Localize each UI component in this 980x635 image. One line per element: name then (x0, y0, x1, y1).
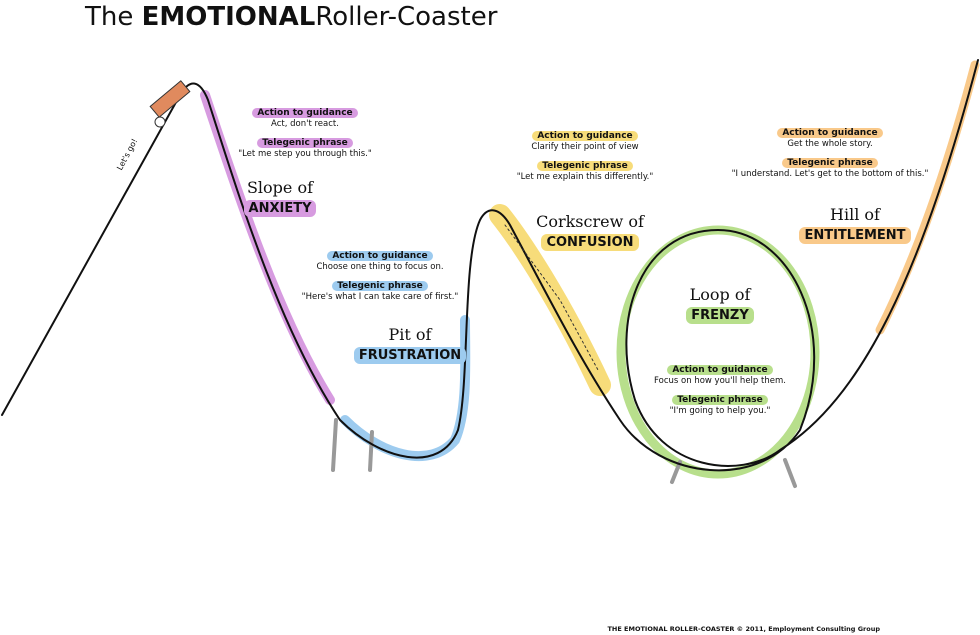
section-confusion: Action to guidance Clarify their point o… (516, 131, 654, 182)
section-anxiety: Action to guidance Act, don't react. Tel… (238, 108, 372, 159)
section-frenzy: Action to guidance Focus on how you'll h… (654, 365, 786, 416)
copyright-footer: THE EMOTIONAL ROLLER-COASTER © 2011, Emp… (607, 625, 880, 633)
section-frustration: Action to guidance Choose one thing to f… (301, 251, 459, 302)
coaster-wheel (154, 116, 166, 128)
entitlement-highlight (875, 60, 980, 335)
diagram-title: The EMOTIONALRoller-Coaster (85, 2, 498, 32)
section-entitlement: Action to guidance Get the whole story. … (731, 128, 929, 179)
coaster-car (149, 80, 191, 118)
confusion-highlight (489, 204, 611, 396)
